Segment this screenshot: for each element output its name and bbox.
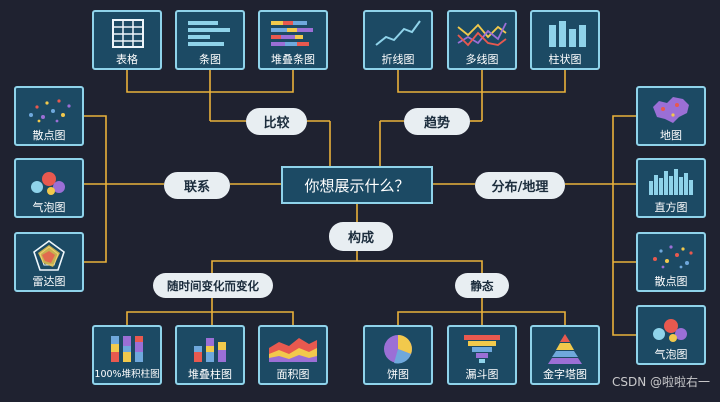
card-stacked-bar: 堆叠条图 <box>258 10 328 70</box>
card-histogram: 直方图 <box>636 158 706 218</box>
card-label: 气泡图 <box>32 201 66 214</box>
card-label: 漏斗图 <box>465 368 499 381</box>
card-map: 地图 <box>636 86 706 146</box>
card-line: 折线图 <box>363 10 433 70</box>
card-label: 折线图 <box>381 53 415 66</box>
histogram-icon <box>649 169 693 195</box>
card-label: 条图 <box>199 53 221 66</box>
column-chart-icon <box>549 21 586 47</box>
card-label: 散点图 <box>32 129 66 142</box>
table-icon <box>112 19 144 48</box>
card-label: 表格 <box>116 53 138 66</box>
stacked-100-column-icon <box>111 336 143 362</box>
map-icon <box>653 97 689 123</box>
card-label: 100%堆积柱图 <box>94 369 160 380</box>
card-scatter-left: 散点图 <box>14 86 84 146</box>
category-compare: 比较 <box>246 108 307 135</box>
card-label: 散点图 <box>654 275 688 288</box>
category-over-time: 随时间变化而变化 <box>153 273 273 298</box>
category-relation: 联系 <box>164 172 230 199</box>
card-stacked-100: 100%堆积柱图 <box>92 325 162 385</box>
card-label: 多线图 <box>465 53 499 66</box>
card-label: 面积图 <box>276 368 310 381</box>
card-pyramid: 金字塔图 <box>530 325 600 385</box>
card-stacked-column: 堆叠柱图 <box>175 325 245 385</box>
card-funnel: 漏斗图 <box>447 325 517 385</box>
center-question-box: 你想展示什么？ <box>281 166 433 204</box>
card-radar: 雷达图 <box>14 232 84 292</box>
card-label: 金字塔图 <box>543 368 587 381</box>
category-distribution: 分布/地理 <box>475 172 565 199</box>
stacked-column-icon <box>194 338 226 362</box>
card-pie: 饼图 <box>363 325 433 385</box>
card-label: 饼图 <box>387 368 409 381</box>
watermark: CSDN @啦啦右一 <box>611 375 710 389</box>
card-table: 表格 <box>92 10 162 70</box>
scatter-icon <box>653 245 693 269</box>
stacked-bar-icon <box>271 21 313 46</box>
card-label: 气泡图 <box>654 348 688 361</box>
card-bubble-left: 气泡图 <box>14 158 84 218</box>
category-composition: 构成 <box>329 222 393 251</box>
card-column: 柱状图 <box>530 10 600 70</box>
card-label: 雷达图 <box>32 275 66 288</box>
center-question: 你想展示什么？ <box>304 176 410 195</box>
bubble-icon <box>653 319 687 342</box>
card-label: 直方图 <box>654 201 688 214</box>
card-label: 堆叠柱图 <box>188 368 232 381</box>
radar-icon <box>33 240 65 271</box>
card-area: 面积图 <box>258 325 328 385</box>
card-label: 柱状图 <box>548 53 582 66</box>
category-trend: 趋势 <box>404 108 470 135</box>
area-chart-icon <box>269 338 317 362</box>
card-scatter-right: 散点图 <box>636 232 706 292</box>
bubble-icon <box>31 172 65 195</box>
card-multi-line: 多线图 <box>447 10 517 70</box>
card-label: 地图 <box>660 129 682 142</box>
scatter-icon <box>29 99 71 123</box>
card-label: 堆叠条图 <box>271 53 315 66</box>
pyramid-icon <box>548 334 582 364</box>
multi-line-icon <box>457 22 507 47</box>
line-chart-icon <box>375 20 421 46</box>
category-static: 静态 <box>455 273 509 298</box>
card-bar: 条图 <box>175 10 245 70</box>
funnel-icon <box>464 335 500 363</box>
bar-chart-icon <box>188 21 230 46</box>
card-bubble-right: 气泡图 <box>636 305 706 365</box>
pie-chart-icon <box>384 335 412 364</box>
